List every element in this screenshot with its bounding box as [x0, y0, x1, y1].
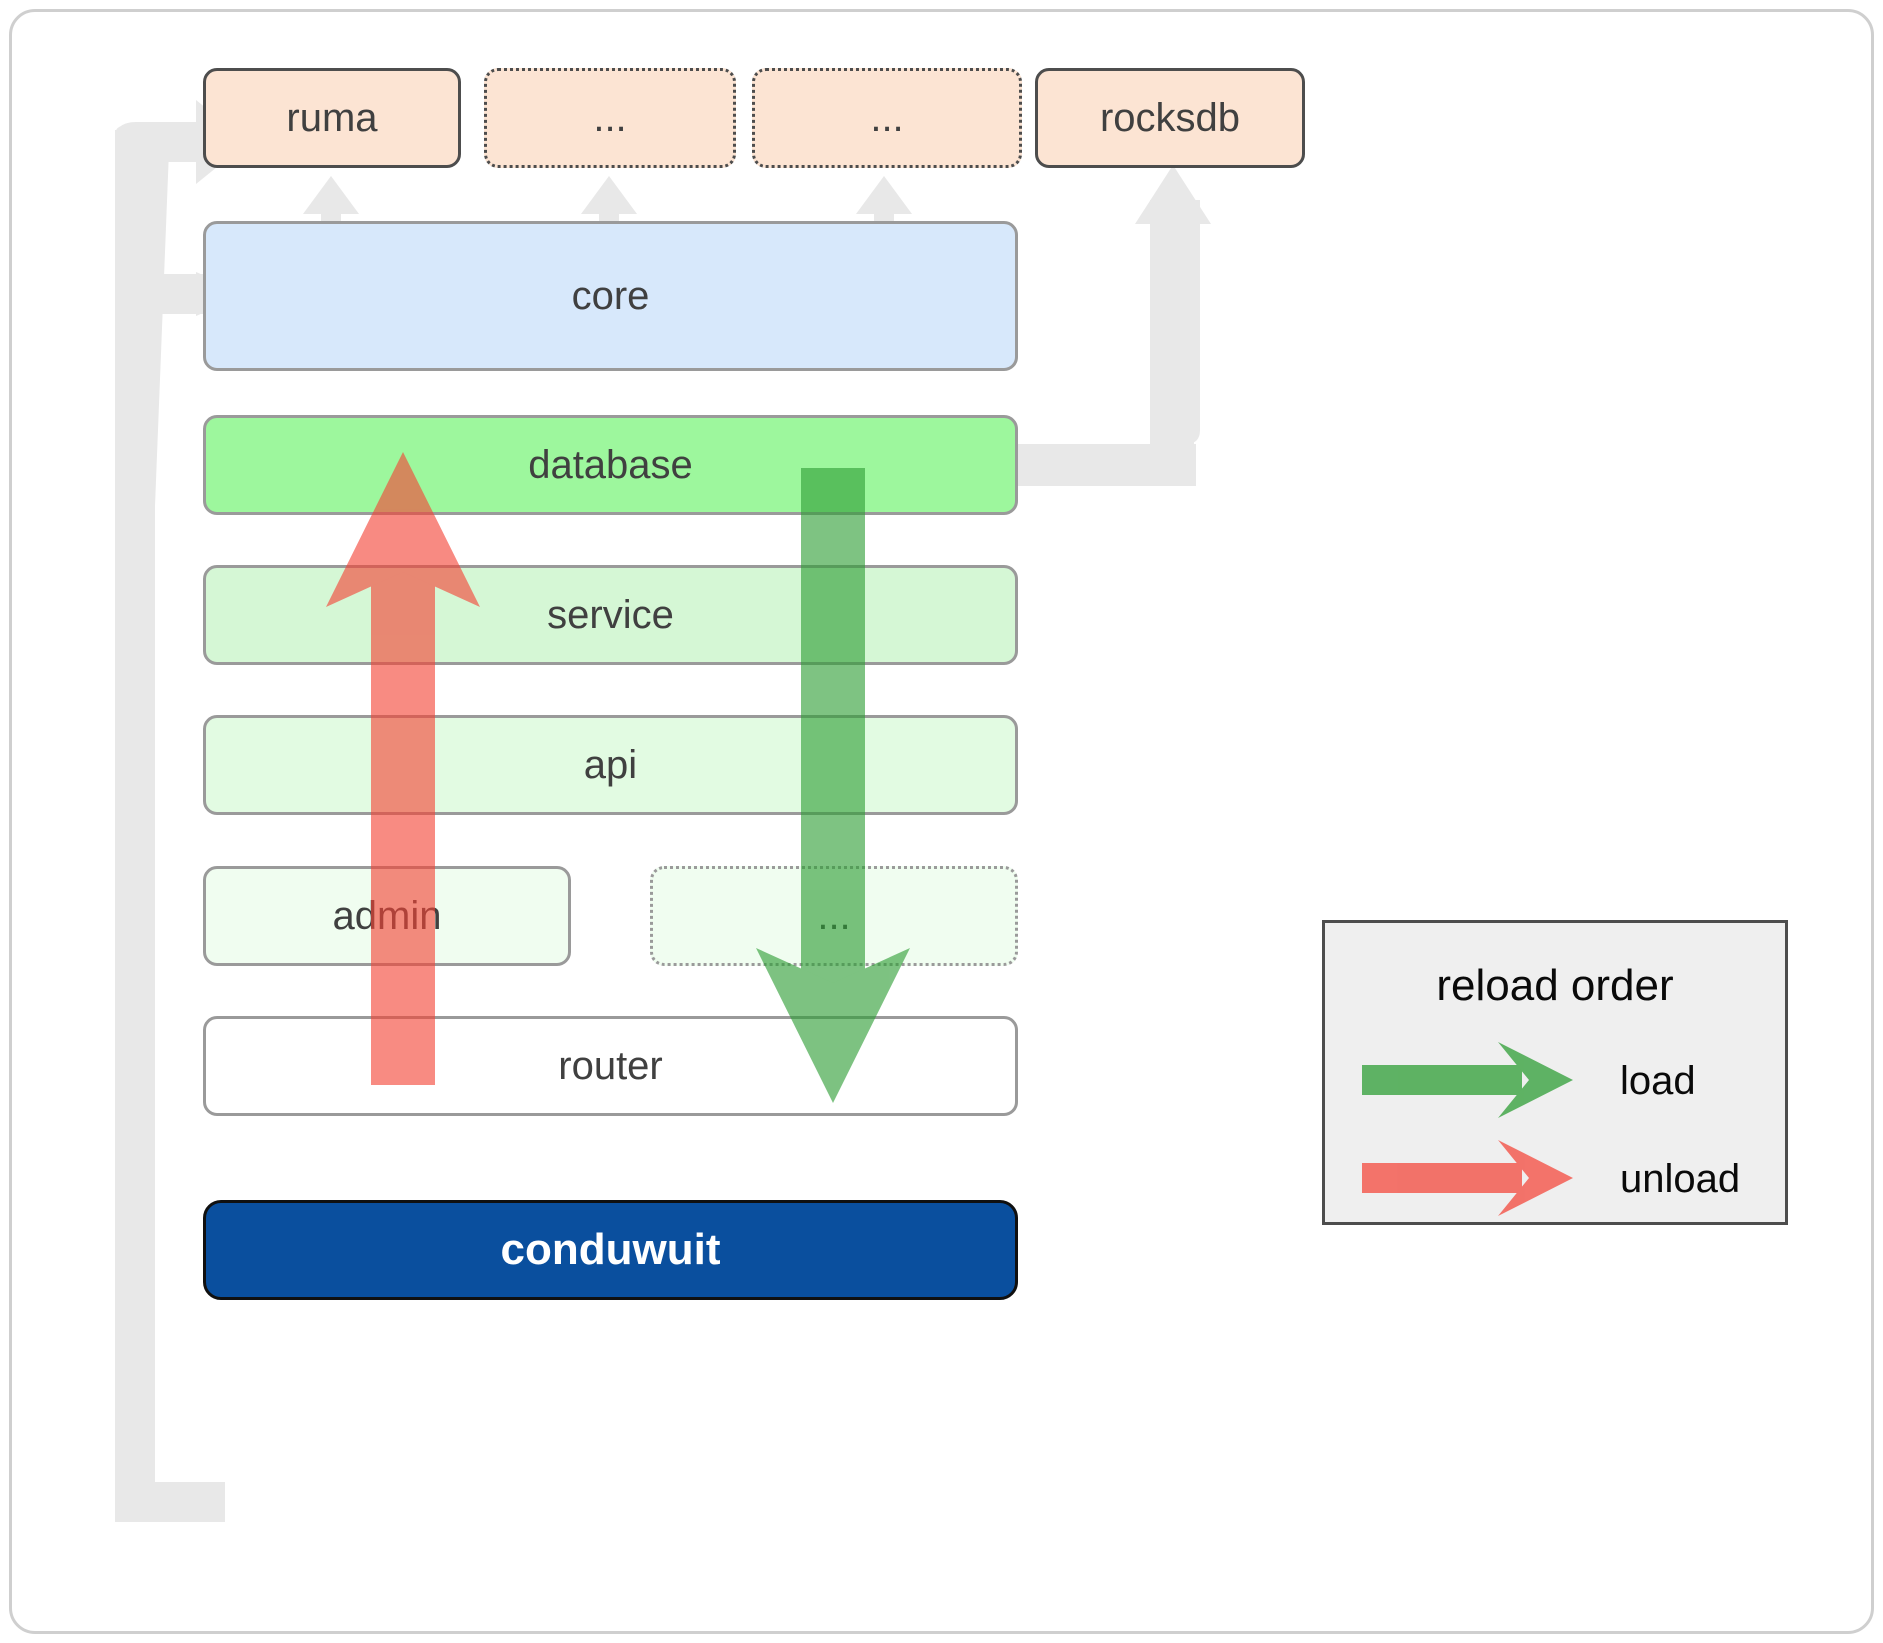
crate-box-rocksdb[interactable]: rocksdb: [1035, 68, 1305, 168]
crate-label-rocksdb: rocksdb: [1099, 95, 1241, 140]
legend-label-load: load: [1620, 1059, 1696, 1103]
crate-label-dots-2: ...: [870, 95, 904, 140]
layer-label-database: database: [528, 442, 693, 487]
layer-label-router: router: [558, 1043, 663, 1088]
crate-box-dots-1[interactable]: ...: [484, 68, 736, 168]
layer-label-api: api: [583, 742, 638, 787]
layer-box-service[interactable]: service: [203, 565, 1018, 665]
layer-label-service: service: [547, 592, 674, 637]
crate-label-dots-1: ...: [593, 95, 627, 140]
layer-label-core: core: [571, 273, 650, 318]
crate-box-ruma[interactable]: ruma: [203, 68, 461, 168]
layer-box-admin[interactable]: admin: [203, 866, 571, 966]
layer-box-router[interactable]: router: [203, 1016, 1018, 1116]
crate-box-dots-2[interactable]: ...: [752, 68, 1022, 168]
layer-box-core[interactable]: core: [203, 221, 1018, 371]
crate-label-ruma: ruma: [286, 95, 378, 140]
legend-label-unload: unload: [1620, 1157, 1741, 1201]
layer-label-admin: admin: [332, 893, 442, 938]
binary-label-conduwuit: conduwuit: [500, 1225, 721, 1274]
legend-title: reload order: [1436, 961, 1674, 1010]
layer-label-dots-3: ...: [817, 893, 851, 938]
layer-box-database[interactable]: database: [203, 415, 1018, 515]
layer-box-dots-3[interactable]: ...: [650, 866, 1018, 966]
layer-box-api[interactable]: api: [203, 715, 1018, 815]
binary-box-conduwuit[interactable]: conduwuit: [203, 1200, 1018, 1300]
